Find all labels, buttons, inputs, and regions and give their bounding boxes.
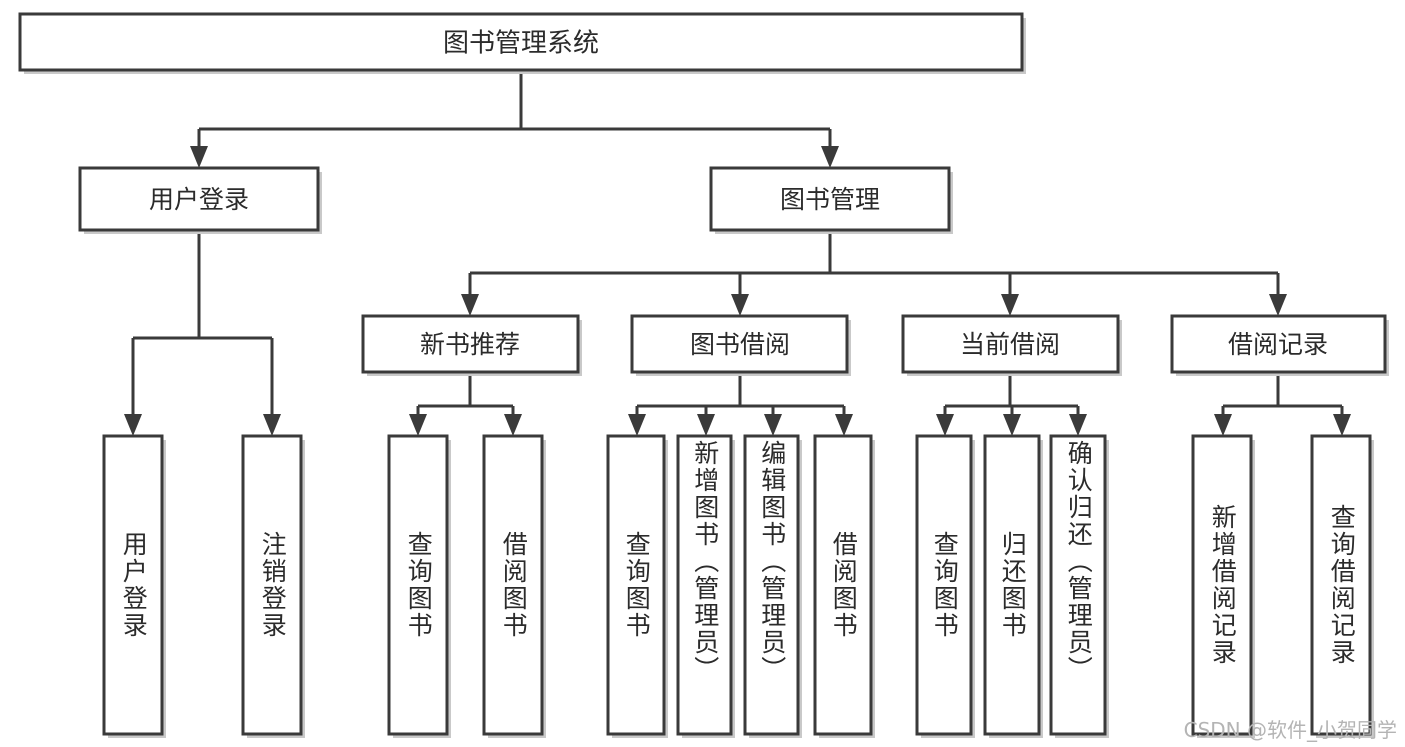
arrow-head-leaf-borrow-book-2 [835, 414, 853, 436]
arrow-head-leaf-query-book-3 [936, 414, 954, 436]
arrow-head-leaf-query-record [1333, 414, 1351, 436]
leaf-query-record-box[interactable] [1310, 434, 1372, 736]
node-current-borrow[interactable]: 当前借阅 [901, 314, 1122, 376]
leaf-node-group [102, 434, 1374, 738]
node-root-box [18, 12, 1024, 72]
arrow-head-borrow-record [1269, 294, 1287, 316]
node-book-borrow-box [630, 314, 849, 374]
leaf-query-book-1-box[interactable] [387, 434, 449, 736]
node-current-borrow-label: 当前借阅 [960, 330, 1060, 359]
leaf-user-login-box[interactable] [102, 434, 164, 736]
arrow-head-book-manage [821, 146, 839, 168]
leaf-borrow-book-2-box[interactable] [813, 434, 873, 736]
arrow-head-leaf-add-book [697, 414, 715, 436]
node-user-login-label: 用户登录 [149, 185, 249, 214]
leaf-edit-book-box[interactable] [743, 434, 800, 736]
arrow-head-leaf-user-logout [263, 414, 281, 436]
node-book-manage[interactable]: 图书管理 [709, 166, 953, 234]
arrow-head-user-login [190, 146, 208, 168]
arrow-head-leaf-query-book-1 [409, 414, 427, 436]
arrow-head-leaf-return-book [1003, 414, 1021, 436]
arrow-head-leaf-confirm-return [1069, 414, 1087, 436]
node-root-label: 图书管理系统 [443, 29, 599, 59]
node-borrow-record-label: 借阅记录 [1228, 330, 1328, 359]
arrow-head-leaf-query-book-2 [628, 414, 646, 436]
leaf-query-book-3-box[interactable] [915, 434, 973, 736]
node-new-book-rec-label: 新书推荐 [420, 330, 520, 359]
arrow-head-leaf-user-login [124, 414, 142, 436]
node-book-manage-box [709, 166, 951, 232]
node-borrow-record-box [1170, 314, 1387, 374]
leaf-query-book-2-box[interactable] [606, 434, 666, 736]
connector-group [124, 72, 1351, 436]
arrow-head-leaf-edit-book [764, 414, 782, 436]
node-current-borrow-box [901, 314, 1120, 374]
leaf-borrow-book-1-box[interactable] [482, 434, 544, 736]
arrow-head-current-borrow [1001, 294, 1019, 316]
node-root[interactable]: 图书管理系统 [18, 12, 1026, 74]
node-user-login[interactable]: 用户登录 [78, 166, 322, 234]
node-new-book-rec[interactable]: 新书推荐 [361, 314, 582, 376]
leaf-add-book-box[interactable] [676, 434, 733, 736]
arrow-head-new-book-rec [461, 294, 479, 316]
node-book-borrow[interactable]: 图书借阅 [630, 314, 851, 376]
leaf-add-record-box[interactable] [1191, 434, 1253, 736]
leaf-confirm-return-box[interactable] [1049, 434, 1107, 736]
node-user-login-box [78, 166, 320, 232]
arrow-head-leaf-borrow-book-1 [504, 414, 522, 436]
node-book-borrow-label: 图书借阅 [690, 330, 790, 359]
node-borrow-record[interactable]: 借阅记录 [1170, 314, 1389, 376]
node-new-book-rec-box [361, 314, 580, 374]
leaf-user-logout-box[interactable] [241, 434, 303, 736]
arrow-head-book-borrow [731, 294, 749, 316]
arrow-head-leaf-add-record [1214, 414, 1232, 436]
leaf-return-book-box[interactable] [983, 434, 1041, 736]
node-book-manage-label: 图书管理 [780, 185, 880, 214]
